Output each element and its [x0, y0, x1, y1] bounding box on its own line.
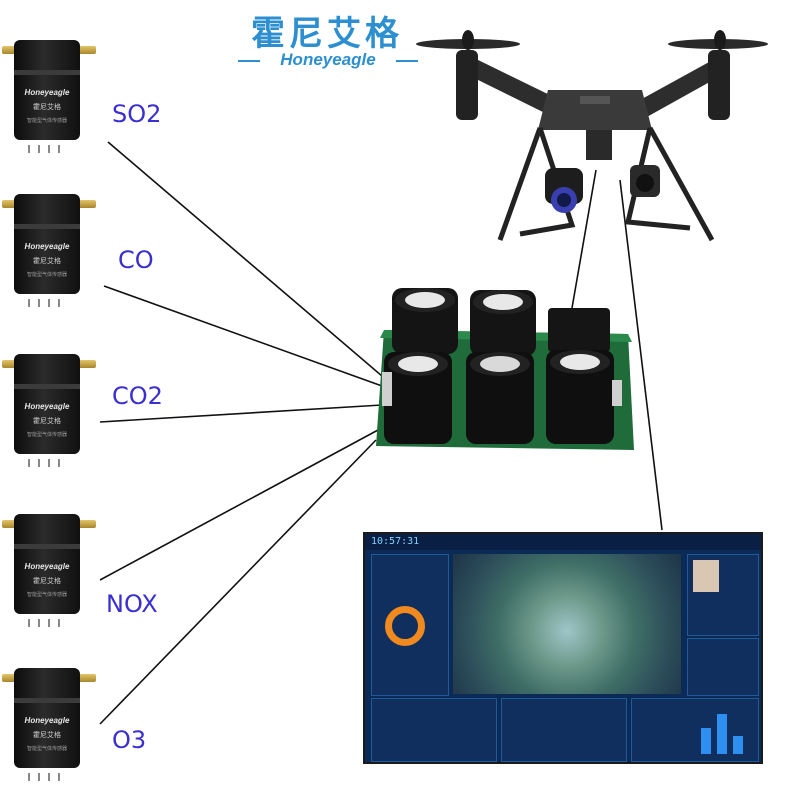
dashboard-bar [701, 728, 711, 754]
sensor-brand: Honeyeagle [24, 402, 70, 411]
wire-co [103, 285, 383, 387]
gas-sensor-icon: Honeyeagle 霍尼艾格 智能型气体传感器 [2, 194, 96, 307]
brand-name-cn: 霍尼艾格 [251, 14, 403, 54]
sensor-brand-cn: 霍尼艾格 [33, 577, 61, 585]
brand-name-en: Honeyeagle [280, 50, 376, 69]
sensor-subtitle: 智能型气体传感器 [26, 432, 67, 438]
gas-label-co: CO [118, 246, 154, 274]
dashboard-bar [717, 714, 727, 754]
dashboard-bottom-panel-2 [501, 698, 627, 762]
dashboard-bottom-panel-1 [371, 698, 497, 762]
brand-divider-right [396, 60, 418, 62]
sensor-brand-cn: 霍尼艾格 [33, 417, 61, 425]
wire-drone-dashboard [619, 179, 663, 531]
wire-o3 [99, 439, 377, 725]
dashboard-donut-chart [385, 606, 425, 646]
sensor-brand-cn: 霍尼艾格 [33, 103, 61, 111]
wire-drone-board [571, 169, 597, 309]
gas-sensor-icon: Honeyeagle 霍尼艾格 智能型气体传感器 [2, 668, 96, 781]
sensor-subtitle: 智能型气体传感器 [26, 746, 67, 752]
gas-label-nox: NOX [106, 590, 158, 618]
sensor-wires [99, 141, 663, 725]
wire-co2 [99, 404, 383, 423]
sensor-subtitle: 智能型气体传感器 [26, 118, 67, 124]
dashboard-bar [733, 736, 743, 754]
sensor-brand: Honeyeagle [24, 562, 70, 571]
dashboard-table-panel [687, 638, 759, 696]
sensor-brand: Honeyeagle [24, 242, 70, 251]
wire-so2 [107, 141, 383, 377]
sensor-subtitle: 智能型气体传感器 [26, 592, 67, 598]
sensor-module-icon [376, 288, 634, 450]
sensor-brand-cn: 霍尼艾格 [33, 731, 61, 739]
gas-label-so2: SO2 [112, 100, 162, 128]
wire-nox [99, 429, 379, 581]
brand-divider-left [238, 60, 260, 62]
gas-label-co2: CO2 [112, 382, 163, 410]
dashboard-clock: 10:57:31 [371, 536, 420, 547]
gas-sensor-icon: Honeyeagle 霍尼艾格 智能型气体传感器 [2, 40, 96, 153]
sensor-brand-cn: 霍尼艾格 [33, 257, 61, 265]
sensor-brand: Honeyeagle [24, 716, 70, 725]
drone-icon [416, 30, 768, 242]
gas-label-o3: O3 [112, 726, 147, 754]
gas-sensor-icon: Honeyeagle 霍尼艾格 智能型气体传感器 [2, 354, 96, 467]
dashboard-screen-icon: 10:57:31 [363, 532, 763, 764]
dashboard-map [453, 554, 681, 694]
avatar [693, 560, 719, 592]
gas-sensor-icon: Honeyeagle 霍尼艾格 智能型气体传感器 [2, 514, 96, 627]
sensor-subtitle: 智能型气体传感器 [26, 272, 67, 278]
sensor-brand: Honeyeagle [24, 88, 70, 97]
dashboard-header: 10:57:31 [365, 534, 761, 550]
